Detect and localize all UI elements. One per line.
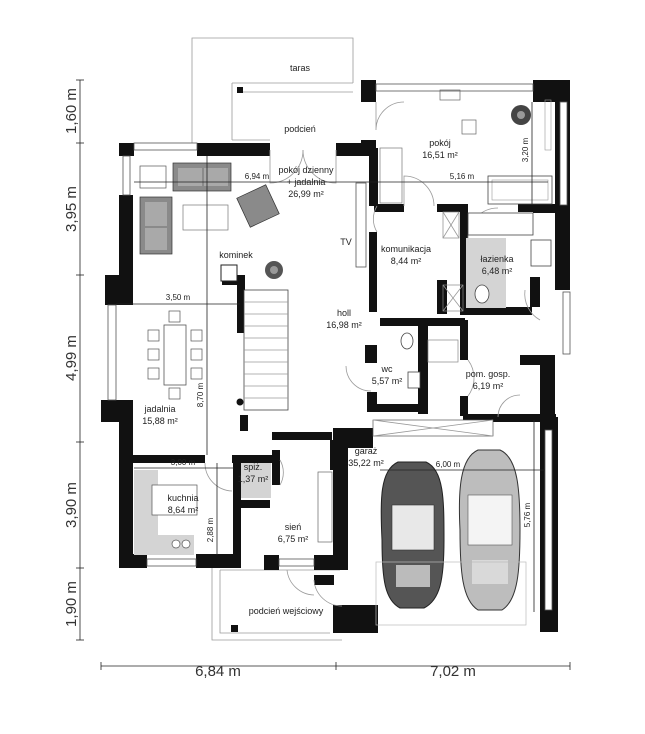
plant-icon: [511, 105, 531, 125]
furniture: [134, 87, 553, 632]
room-area-lazienka: 6,48 m²: [482, 266, 513, 276]
dim-516: 5,16 m: [450, 172, 475, 181]
inner-dimension-lines: [116, 102, 548, 612]
room-area-garaz: 35,22 m²: [348, 458, 384, 468]
room-label-podcien-wejsciowy: podcień wejściowy: [249, 606, 324, 616]
room-area-jadalnia: 15,88 m²: [142, 416, 178, 426]
outer-dim-left-3: 4,99 m: [63, 335, 80, 381]
room-label-kuchnia: kuchnia: [167, 493, 198, 503]
dim-320: 3,20 m: [521, 137, 530, 162]
outer-dimension-lines: [76, 79, 571, 670]
staircase: [236, 289, 289, 411]
room-area-pokoj: 16,51 m²: [422, 150, 458, 160]
fireplace-icon: [220, 264, 238, 282]
room-label-pokoj-dzienny-2: + jadalnia: [287, 177, 326, 187]
outer-dim-left-2: 3,95 m: [63, 186, 80, 232]
windows: [107, 83, 571, 611]
room-area-wc: 5,57 m²: [372, 376, 403, 386]
outer-dim-bottom-2: 7,02 m: [430, 663, 476, 680]
toilet-icon: [474, 284, 490, 304]
dim-870: 8,70 m: [196, 382, 205, 407]
kitchen-counter: [134, 470, 198, 555]
shower-icon: [442, 284, 464, 312]
room-label-podcien: podcień: [284, 124, 316, 134]
dim-300: 3,00 m: [171, 458, 196, 467]
room-label-sien: sień: [285, 522, 302, 532]
car-icon: [380, 461, 445, 609]
toilet-icon: [400, 332, 414, 350]
desk: [439, 89, 461, 101]
outer-dim-bottom-1: 6,84 m: [195, 663, 241, 680]
room-label-garaz: garaż: [355, 446, 378, 456]
dim-694: 6,94 m: [245, 172, 270, 181]
bathtub-icon: [467, 212, 534, 236]
room-label-komunikacja: komunikacja: [381, 244, 431, 254]
room-area-pokoj-dzienny: 26,99 m²: [288, 189, 324, 199]
room-labels: taras podcień pokój 16,51 m² pokój dzien…: [142, 63, 513, 616]
outer-dim-left-4: 3,90 m: [63, 482, 80, 528]
inner-dimension-labels: 6,94 m 5,16 m 3,20 m 3,50 m 8,70 m 3,00 …: [166, 137, 532, 542]
room-label-pokoj-dzienny: pokój dzienny: [278, 165, 334, 175]
dim-288: 2,88 m: [206, 517, 215, 542]
chair-icon: [461, 119, 477, 135]
interior-walls: [130, 148, 562, 555]
wardrobe: [317, 471, 333, 543]
armchair-icon: [236, 184, 280, 228]
room-label-holl: holl: [337, 308, 351, 318]
room-area-spiz: 1,37 m²: [238, 474, 269, 484]
dining-table-icon: [147, 310, 203, 400]
room-label-jadalnia: jadalnia: [143, 404, 175, 414]
room-label-spiz: spiż.: [244, 462, 263, 472]
car-icon: [458, 449, 521, 611]
dim-350: 3,50 m: [166, 293, 191, 302]
bed-icon: [487, 175, 553, 205]
plant-icon: [265, 261, 283, 279]
side-table: [139, 165, 167, 189]
outer-dimension-labels: 1,60 m 3,95 m 4,99 m 3,90 m 1,90 m 6,84 …: [63, 88, 476, 680]
dim-576: 5,76 m: [523, 502, 532, 527]
coffee-table: [182, 204, 229, 231]
room-label-pom-gosp: pom. gosp.: [466, 369, 511, 379]
dim-600: 6,00 m: [436, 460, 461, 469]
room-area-kuchnia: 8,64 m²: [168, 505, 199, 515]
room-area-holl: 16,98 m²: [326, 320, 362, 330]
room-label-taras: taras: [290, 63, 311, 73]
room-area-komunikacja: 8,44 m²: [391, 256, 422, 266]
wardrobe: [379, 147, 403, 204]
room-area-pom-gosp: 6,19 m²: [473, 381, 504, 391]
room-label-kominek: kominek: [219, 250, 253, 260]
doors: [204, 101, 541, 607]
room-area-sien: 6,75 m²: [278, 534, 309, 544]
room-label-wc: wc: [381, 364, 393, 374]
outer-dim-left-5: 1,90 m: [63, 581, 80, 627]
room-label-lazienka: łazienka: [480, 254, 513, 264]
outer-dim-left-1: 1,60 m: [63, 88, 80, 134]
tv-unit: [355, 182, 367, 268]
tv-label: TV: [340, 237, 352, 247]
sofa-icon: [172, 162, 232, 192]
room-label-pokoj: pokój: [429, 138, 451, 148]
sink-icon: [407, 371, 421, 389]
sink-icon: [530, 239, 552, 267]
pantry-shelf: [241, 463, 271, 498]
terrace-outline: [191, 37, 354, 641]
sofa-icon: [139, 196, 173, 255]
